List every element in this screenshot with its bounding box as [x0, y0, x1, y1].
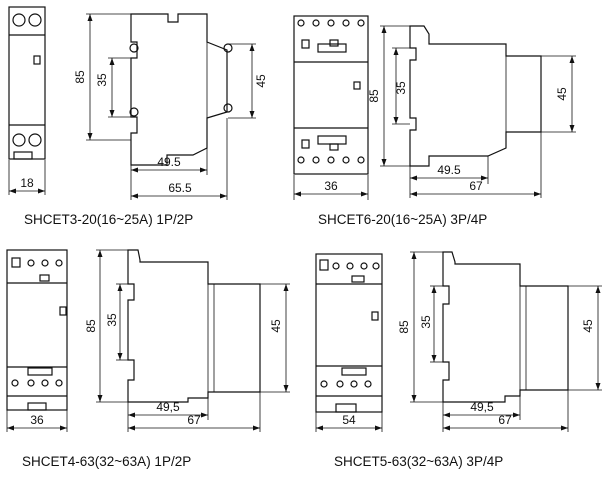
model-2-caption: SHCET6-20(16~25A) 3P/4P: [318, 212, 487, 227]
model-2-side-view: [409, 25, 542, 167]
model-2-drawing: 36 85 35 45 49.5 67 SHCET6-20(16~25A) 3P…: [293, 15, 576, 227]
model-1-drawing: 18 85 35 45 49.5 65.5 SHCET: [8, 6, 268, 227]
model-1-side-view: [129, 13, 233, 166]
model-1-front-width: 18: [20, 176, 34, 190]
model-4-front-view: [315, 253, 383, 413]
model-3-rail: 35: [105, 313, 119, 327]
model-4-drawing: 54 85 35 45 49,5 67 SHCET5-63(32~63A) 3P…: [315, 251, 602, 469]
model-4-depth-inner: 45: [581, 319, 595, 333]
model-3-front-width: 36: [30, 413, 44, 427]
model-3-drawing: 36 85 35 45 49,5 67 SHCET4-63(32~63A) 1P…: [6, 249, 290, 469]
terminal-screw-icon: [28, 13, 42, 27]
model-4-depth-total: 67: [498, 413, 512, 427]
model-1-height: 85: [73, 70, 87, 84]
terminal-screw-icon: [12, 13, 26, 27]
model-2-front-view: [293, 15, 369, 175]
model-3-side-view: [127, 249, 261, 403]
model-3-front-view: [6, 249, 68, 411]
model-3-height: 85: [84, 319, 98, 333]
model-1-caption: SHCET3-20(16~25A) 1P/2P: [24, 212, 193, 227]
terminal-screw-icon: [28, 133, 42, 147]
model-3-depth-mid: 49,5: [156, 400, 180, 414]
model-4-height: 85: [397, 320, 411, 334]
model-4-caption: SHCET5-63(32~63A) 3P/4P: [334, 454, 503, 469]
model-1-front-view: [8, 6, 46, 160]
model-4-front-width: 54: [342, 413, 356, 427]
model-2-depth-mid: 49.5: [437, 163, 461, 177]
terminal-screw-icon: [12, 133, 26, 147]
model-4-depth-mid: 49,5: [470, 400, 494, 414]
model-2-front-width: 36: [324, 179, 338, 193]
model-1-rail: 35: [95, 73, 109, 87]
model-1-depth-mid: 49.5: [157, 155, 181, 169]
model-2-height: 85: [367, 89, 381, 103]
model-2-depth-inner: 45: [555, 87, 569, 101]
model-3-caption: SHCET4-63(32~63A) 1P/2P: [22, 454, 191, 469]
model-2-rail: 35: [394, 81, 408, 95]
model-4-side-view: [442, 251, 569, 403]
model-1-depth-inner: 45: [254, 74, 268, 88]
model-2-depth-total: 67: [469, 179, 483, 193]
model-3-depth-inner: 45: [269, 319, 283, 333]
model-1-depth-total: 65.5: [168, 181, 192, 195]
model-4-rail: 35: [419, 315, 433, 329]
model-3-depth-total: 67: [187, 413, 201, 427]
